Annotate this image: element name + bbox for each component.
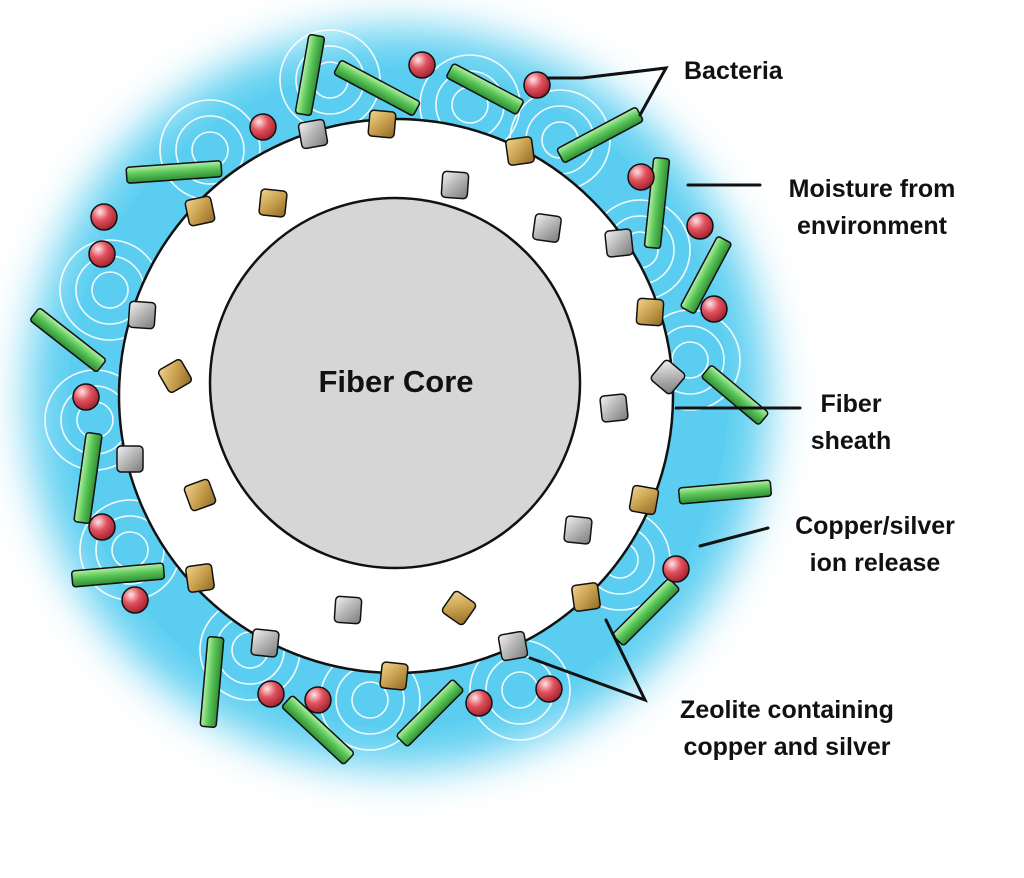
ion-release-label-line-2: ion release	[810, 549, 941, 577]
rod-bacterium-icon	[612, 578, 680, 646]
rod-bacterium-icon	[30, 307, 106, 373]
cocci-bacterium-icon	[535, 675, 563, 703]
leader-lines	[528, 66, 802, 703]
rod-bacterium-icon	[446, 63, 524, 115]
zeolite-silver-icon	[440, 170, 470, 200]
cocci-bacterium-icon	[88, 513, 116, 541]
zeolite-silver-icon	[532, 213, 562, 243]
cocci-bacterium-icon	[408, 51, 436, 79]
cocci-bacterium-icon	[304, 686, 332, 714]
ion-release-leader-line	[698, 526, 770, 548]
zeolite-copper-icon	[571, 582, 601, 612]
zeolite-silver-icon	[333, 595, 363, 625]
rod-bacteria	[30, 33, 773, 765]
cocci-bacterium-icon	[249, 113, 277, 141]
zeolite-copper-icon	[157, 358, 193, 394]
zeolite-copper-icon	[505, 136, 535, 166]
zeolite-silver-icon	[116, 445, 144, 473]
rod-bacterium-icon	[294, 33, 326, 117]
cocci-bacterium-icon	[627, 163, 655, 191]
cocci-bacterium-icon	[257, 680, 285, 708]
cocci-bacterium-icon	[121, 586, 149, 614]
ion-ripple	[91, 271, 129, 309]
ion-ripple	[175, 115, 245, 185]
cocci-bacterium-icon	[523, 71, 551, 99]
zeolite-silver-icon	[250, 628, 280, 658]
zeolite-silver-icon	[563, 515, 593, 545]
zeolite-particles	[116, 109, 686, 691]
cocci-bacterium-icon	[700, 295, 728, 323]
cocci-bacterium-icon	[686, 212, 714, 240]
moisture-label-line-2: environment	[797, 212, 948, 240]
sheath-label-line-2: sheath	[811, 427, 892, 455]
ion-ripple	[351, 681, 389, 719]
bacteria-leader-line	[546, 66, 669, 117]
fiber-core	[208, 196, 582, 570]
zeolite-silver-icon	[599, 393, 629, 423]
zeolite-leader-line	[528, 618, 648, 703]
moisture-label-line-1: Moisture from	[789, 175, 956, 203]
ion-release-label-line-1: Copper/silver	[795, 512, 955, 540]
zeolite-label-line-2: copper and silver	[683, 733, 890, 761]
zeolite-copper-icon	[185, 563, 215, 593]
rod-bacterium-icon	[677, 479, 773, 505]
zeolite-copper-icon	[635, 297, 665, 327]
zeolite-silver-icon	[604, 228, 634, 258]
zeolite-copper-icon	[628, 484, 660, 516]
ion-ripple	[95, 515, 165, 585]
rod-bacterium-icon	[680, 236, 732, 314]
zeolite-silver-icon	[297, 118, 329, 150]
cocci-bacteria	[72, 51, 728, 717]
zeolite-silver-icon	[127, 300, 157, 330]
zeolite-label-line-1: Zeolite containing	[680, 696, 894, 724]
bacteria-label: Bacteria	[684, 57, 784, 85]
ion-ripple	[671, 341, 709, 379]
rod-bacterium-icon	[333, 60, 421, 116]
cocci-bacterium-icon	[88, 240, 116, 268]
rod-bacterium-icon	[125, 160, 223, 184]
rod-bacterium-icon	[73, 431, 103, 525]
rod-bacterium-icon	[396, 679, 464, 747]
rod-bacterium-icon	[281, 695, 355, 765]
cocci-bacterium-icon	[90, 203, 118, 231]
core-label: Fiber Core	[318, 364, 473, 399]
zeolite-copper-icon	[367, 109, 397, 139]
zeolite-copper-icon	[258, 188, 288, 218]
zeolite-copper-icon	[184, 195, 216, 227]
zeolite-copper-icon	[183, 478, 217, 512]
rod-bacterium-icon	[643, 156, 671, 250]
rod-bacterium-icon	[70, 562, 166, 588]
zeolite-silver-icon	[650, 359, 686, 395]
sheath-label-line-1: Fiber	[820, 390, 881, 418]
zeolite-copper-icon	[379, 661, 409, 691]
cocci-bacterium-icon	[72, 383, 100, 411]
cocci-bacterium-icon	[662, 555, 690, 583]
cocci-bacterium-icon	[465, 689, 493, 717]
zeolite-copper-icon	[441, 590, 477, 626]
rod-bacterium-icon	[701, 365, 769, 425]
zeolite-silver-icon	[497, 630, 529, 662]
rod-bacterium-icon	[199, 635, 225, 729]
